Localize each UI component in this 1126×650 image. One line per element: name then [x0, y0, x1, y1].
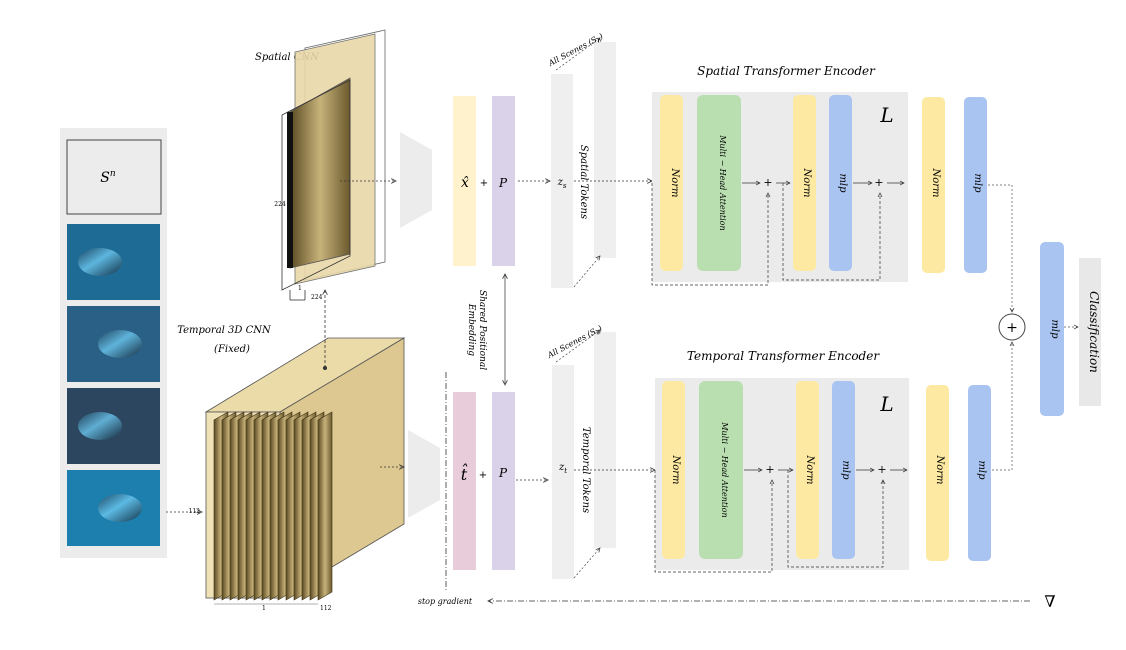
temporal-plus: + — [479, 470, 487, 481]
temporal-slices — [213, 411, 333, 601]
spatial-token-bar — [551, 74, 573, 288]
spatial-token-bar-back — [594, 42, 616, 258]
spatial-norm-2-label: Norm — [801, 167, 812, 197]
temporal-encoder-bg — [655, 378, 909, 570]
spatial-projection — [400, 132, 432, 228]
nabla-symbol: ∇ — [1044, 592, 1055, 611]
temporal-mlp-head — [968, 385, 991, 561]
spatial-attention — [697, 95, 741, 271]
spatial-residual-plus-2: + — [874, 176, 883, 189]
temporal-token-z: zt — [558, 462, 567, 475]
spatial-encoder: Spatial Transformer Encoder L Norm Multi… — [651, 64, 987, 286]
embedding-section: x̂ + P t̂ + P Shared Positional Embeddin… — [445, 96, 550, 592]
temporal-norm-3-label: Norm — [934, 454, 945, 484]
spatial-token-label: Spatial Tokens — [578, 145, 589, 219]
temporal-encoder-repeat: L — [879, 392, 893, 416]
spatial-cnn-title: Spatial CNN — [255, 52, 320, 63]
spatial-embedding-bar — [453, 96, 476, 266]
temporal-encoder-title: Temporal Transformer Encoder — [687, 349, 880, 363]
spatial-pos-symbol: P — [498, 176, 508, 190]
temporal-token-bar-back — [594, 332, 616, 548]
spatial-encoder-bg — [652, 92, 908, 282]
temporal-norm-1 — [662, 381, 685, 559]
final-mlp — [1040, 242, 1064, 416]
spatial-residual-plus-1: + — [763, 176, 772, 189]
classification-head: + mlp Classification — [988, 184, 1101, 471]
temporal-norm-1-label: Norm — [670, 454, 681, 484]
temporal-pos-bar — [492, 392, 515, 570]
combine-symbol: + — [1006, 320, 1018, 336]
temporal-cnn: Temporal 3D CNN (Fixed) 112 1 112 — [166, 290, 440, 612]
temporal-attention — [699, 381, 743, 559]
temporal-projection — [408, 430, 440, 518]
spatial-norm-1 — [660, 95, 683, 271]
temporal-embedding-symbol: t̂ — [461, 464, 468, 484]
temporal-token-label: Temporal Tokens — [580, 427, 591, 513]
temporal-mlp — [832, 381, 855, 559]
temporal-residual-plus-2: + — [877, 463, 886, 476]
temporal-slice — [317, 411, 333, 601]
temporal-pos-symbol: P — [498, 466, 508, 480]
spatial-cnn: Spatial CNN 224 1 224 — [255, 29, 432, 301]
combine-node — [998, 313, 1026, 341]
frame-highlight — [78, 248, 122, 276]
classification-output — [1079, 258, 1101, 406]
spatial-mlp — [829, 95, 852, 271]
spatial-norm-1-label: Norm — [669, 167, 680, 197]
final-mlp-label: mlp — [1049, 319, 1060, 339]
scene-box — [66, 139, 162, 215]
temporal-attention-label: Multi − Head Attention — [720, 421, 729, 517]
spatial-mlp-label: mlp — [837, 173, 848, 193]
input-panel: Sn — [60, 128, 167, 558]
temporal-norm-2 — [796, 381, 819, 559]
stop-gradient-label: stop gradient — [418, 597, 473, 606]
temporal-cnn-subtitle: (Fixed) — [214, 344, 250, 355]
classification-label: Classification — [1087, 291, 1101, 373]
temporal-mlp-label: mlp — [840, 460, 851, 480]
temporal-mlp-head-label: mlp — [976, 460, 987, 480]
spatial-mlp-head — [964, 97, 987, 273]
spatial-tokens: All Scenes (Sn) zs Spatial Tokens — [546, 32, 652, 288]
spatial-encoder-repeat: L — [879, 103, 893, 127]
spatial-norm-3-label: Norm — [930, 167, 941, 197]
spatial-attention-label: Multi − Head Attention — [718, 134, 727, 230]
temporal-cnn-title: Temporal 3D CNN — [177, 325, 272, 336]
frame-highlight — [78, 412, 122, 440]
spatial-norm-2 — [793, 95, 816, 271]
spatial-dim-h: 224 — [274, 201, 286, 208]
spatial-encoder-title: Spatial Transformer Encoder — [697, 64, 876, 78]
video-frames — [67, 224, 160, 546]
spatial-dim-one: 1 — [298, 285, 302, 292]
temporal-dim-w: 112 — [320, 605, 332, 612]
shared-label-1: Shared Positional — [477, 290, 487, 370]
frame-highlight — [98, 494, 142, 522]
frame-highlight — [98, 330, 142, 358]
temporal-token-bar — [552, 365, 574, 579]
temporal-dim-h: 112 — [189, 508, 201, 515]
temporal-tokens: All Scenes (Sn) zt Temporal Tokens — [545, 324, 655, 579]
shared-label-2: Embedding — [466, 303, 476, 356]
spatial-embedding-symbol: x̂ — [461, 175, 469, 191]
temporal-embedding-bar — [453, 392, 476, 570]
spatial-pos-bar — [492, 96, 515, 266]
temporal-encoder: Temporal Transformer Encoder L Norm Mult… — [654, 349, 991, 573]
spatial-token-z: zs — [557, 177, 567, 190]
temporal-norm-2-label: Norm — [804, 454, 815, 484]
temporal-norm-3 — [926, 385, 949, 561]
temporal-dim-one: 1 — [262, 605, 266, 612]
scene-label: Sn — [100, 169, 116, 186]
spatial-mlp-head-label: mlp — [972, 173, 983, 193]
spatial-norm-3 — [922, 97, 945, 273]
spatial-plus: + — [480, 178, 488, 189]
temporal-residual-plus-1: + — [765, 463, 774, 476]
stop-gradient-path: stop gradient ∇ — [418, 592, 1056, 611]
spatial-dim-w: 224 — [311, 294, 323, 301]
